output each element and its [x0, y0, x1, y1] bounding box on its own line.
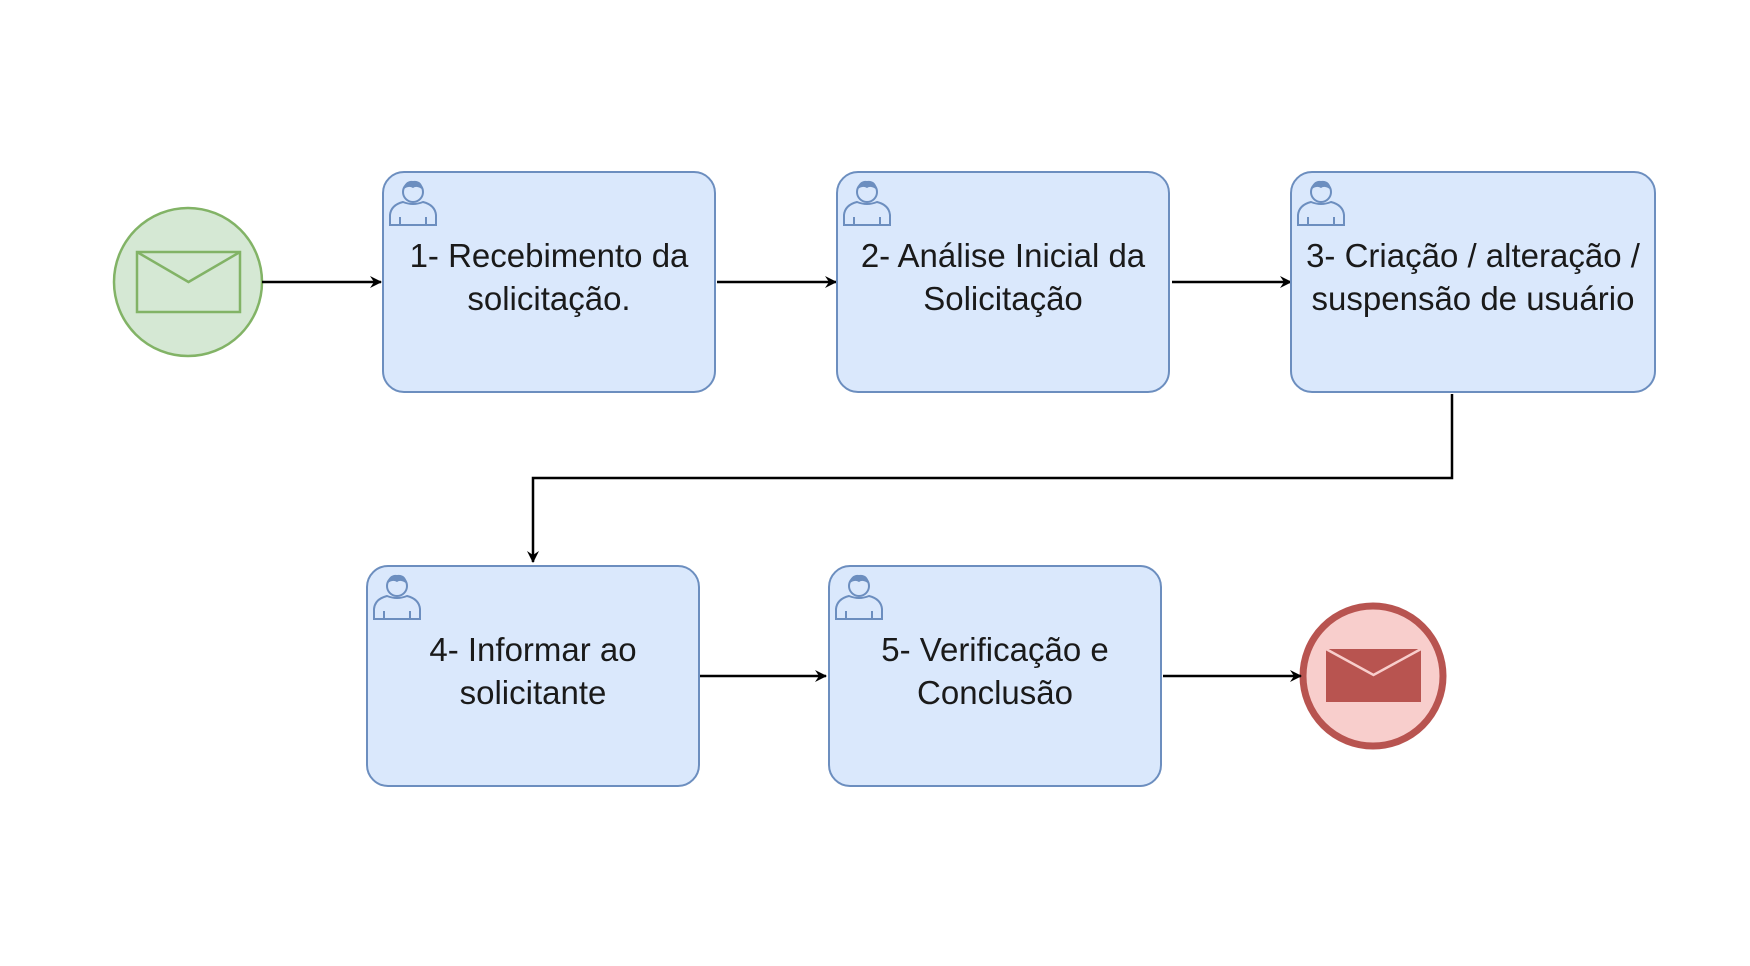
task-2[interactable]: 2- Análise Inicial da Solicitação	[836, 171, 1170, 393]
task-label: 3- Criação / alteração / suspensão de us…	[1306, 237, 1640, 317]
task-label: 5- Verificação e Conclusão	[881, 631, 1109, 711]
task-4[interactable]: 4- Informar ao solicitante	[366, 565, 700, 787]
task-1[interactable]: 1- Recebimento da solicitação.	[382, 171, 716, 393]
user-task-icon	[835, 574, 883, 620]
task-label: 2- Análise Inicial da Solicitação	[860, 237, 1146, 317]
task-3[interactable]: 3- Criação / alteração / suspensão de us…	[1290, 171, 1656, 393]
user-task-icon	[1297, 180, 1345, 226]
task-5[interactable]: 5- Verificação e Conclusão	[828, 565, 1162, 787]
envelope-filled-icon	[1325, 647, 1422, 702]
envelope-icon	[135, 250, 242, 314]
end-event[interactable]	[1299, 602, 1447, 750]
task-label: 4- Informar ao solicitante	[429, 631, 637, 711]
task-label: 1- Recebimento da solicitação.	[409, 237, 689, 317]
user-task-icon	[373, 574, 421, 620]
user-task-icon	[843, 180, 891, 226]
start-event[interactable]	[112, 206, 264, 358]
flow-task-3-to-task-4[interactable]	[527, 394, 1454, 563]
user-task-icon	[389, 180, 437, 226]
